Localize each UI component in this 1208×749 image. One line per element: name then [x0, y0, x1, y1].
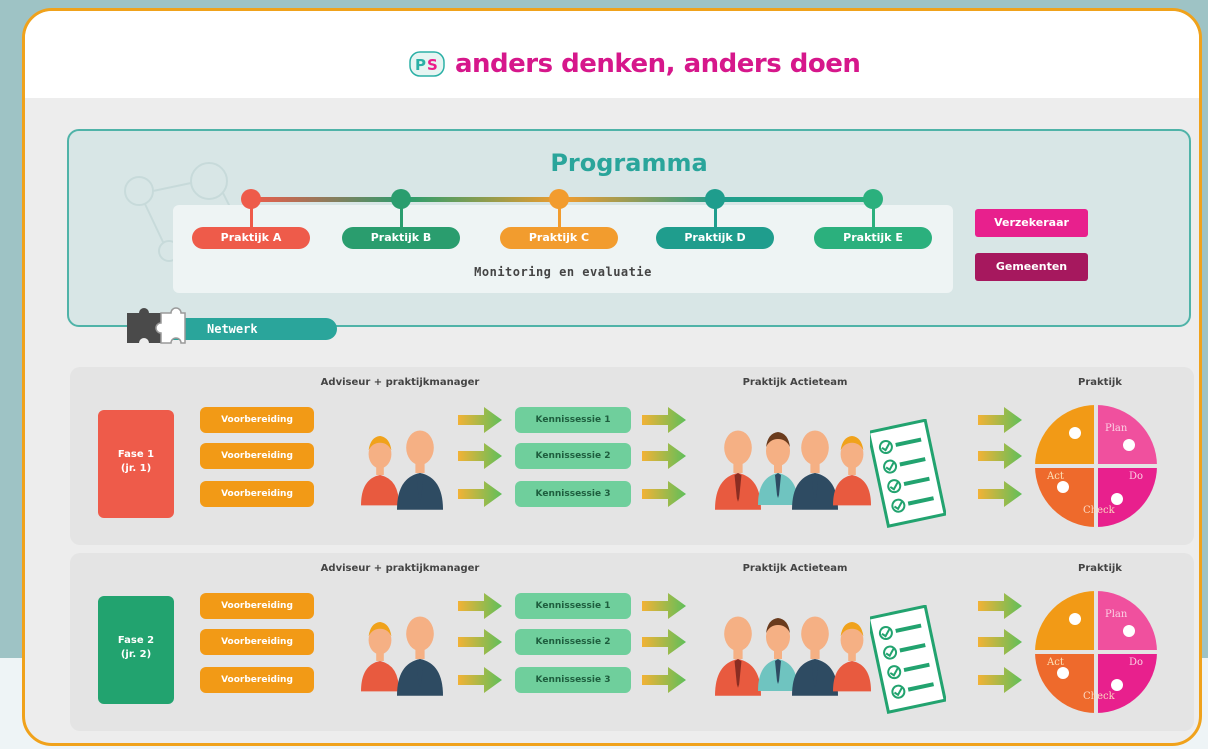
pdca-check-label: Check	[1083, 691, 1116, 702]
kennissessie-pill: Kennissessie 2	[515, 629, 631, 655]
checklist-icon	[870, 605, 946, 714]
pdca-check-segment	[1035, 652, 1096, 713]
pdca-do-segment	[1096, 652, 1157, 713]
page-title: anders denken, anders doen	[455, 49, 861, 79]
timeline-node	[391, 189, 411, 209]
head-actieteam: Praktijk Actieteam	[742, 563, 848, 574]
monitoring-panel: Monitoring en evaluatie	[173, 205, 953, 293]
timeline-stem	[558, 207, 561, 229]
gemeenten-button[interactable]: Gemeenten	[975, 253, 1088, 281]
timeline-stem	[250, 207, 253, 229]
kennissessie-pill: Kennissessie 2	[515, 443, 631, 469]
voorbereiding-pill: Voorbereiding	[200, 593, 314, 619]
timeline-stem	[872, 207, 875, 229]
practice-pill[interactable]: Praktijk C	[500, 227, 618, 249]
header: P S anders denken, anders doen	[25, 11, 1199, 98]
arrow-icon	[458, 481, 502, 507]
voorbereiding-pill: Voorbereiding	[200, 481, 314, 507]
pdca-act-label: Act	[1046, 657, 1064, 668]
pdca-act-label: Act	[1046, 471, 1064, 482]
pdca-do-label: Do	[1129, 657, 1143, 668]
timeline-stem	[714, 207, 717, 229]
arrow-icon	[978, 481, 1022, 507]
arrow-icon	[642, 443, 686, 469]
voorbereiding-pill: Voorbereiding	[200, 629, 314, 655]
fase-box: Fase 1 (jr. 1)	[98, 410, 174, 518]
logo-letter-p: P	[415, 56, 426, 74]
pdca-do-label: Do	[1129, 471, 1143, 482]
adviseur-people-icon	[361, 430, 443, 510]
pdca-plan-label: Plan	[1105, 423, 1128, 434]
voorbereiding-pill: Voorbereiding	[200, 443, 314, 469]
pdca-check-label: Check	[1083, 505, 1116, 516]
actieteam-people-icon	[715, 430, 871, 510]
pdca-plan-segment	[1096, 591, 1157, 652]
timeline-stem	[400, 207, 403, 229]
arrow-icon	[458, 667, 502, 693]
infographic-card: P S anders denken, anders doen Programma…	[22, 8, 1202, 746]
actieteam-people-icon	[715, 616, 871, 696]
voorbereiding-pill: Voorbereiding	[200, 407, 314, 433]
arrow-icon	[978, 667, 1022, 693]
pdca-plan-segment	[1096, 405, 1157, 466]
kennissessie-pill: Kennissessie 3	[515, 667, 631, 693]
logo-letter-s: S	[427, 56, 438, 74]
fase-year: (jr. 1)	[120, 463, 152, 474]
head-praktijk: Praktijk	[1078, 563, 1122, 574]
practice-pill[interactable]: Praktijk A	[192, 227, 310, 249]
checklist-icon	[870, 419, 946, 528]
timeline-node	[241, 189, 261, 209]
head-adviseur: Adviseur + praktijkmanager	[320, 377, 480, 388]
ps-logo-icon: P S	[409, 51, 445, 77]
pdca-plan-label: Plan	[1105, 609, 1128, 620]
practice-pill[interactable]: Praktijk B	[342, 227, 460, 249]
adviseur-people-icon	[361, 616, 443, 696]
arrow-icon	[642, 481, 686, 507]
head-actieteam: Praktijk Actieteam	[742, 377, 848, 388]
fase-box: Fase 2 (jr. 2)	[98, 596, 174, 704]
timeline-node	[549, 189, 569, 209]
arrow-icon	[642, 593, 686, 619]
arrow-icon	[978, 593, 1022, 619]
phase-2-row: Adviseur + praktijkmanager Praktijk Actie…	[70, 553, 1194, 731]
timeline-node	[863, 189, 883, 209]
programma-title: Programma	[550, 149, 708, 177]
arrow-icon	[642, 629, 686, 655]
arrow-icon	[458, 407, 502, 433]
fase-year: (jr. 2)	[120, 649, 152, 660]
practice-pill[interactable]: Praktijk E	[814, 227, 932, 249]
arrow-icon	[642, 407, 686, 433]
fase-label: Fase 2	[117, 635, 155, 646]
puzzle-icon	[127, 307, 186, 344]
timeline-node	[705, 189, 725, 209]
ps-logo: P S	[409, 50, 445, 78]
netwerk-bar: Netwerk	[169, 318, 337, 340]
head-adviseur: Adviseur + praktijkmanager	[320, 563, 480, 574]
kennissessie-pill: Kennissessie 1	[515, 407, 631, 433]
arrow-icon	[458, 443, 502, 469]
verzekeraar-button[interactable]: Verzekeraar	[975, 209, 1088, 237]
arrow-icon	[978, 443, 1022, 469]
fase-label: Fase 1	[117, 449, 155, 460]
arrow-icon	[978, 629, 1022, 655]
practice-pill[interactable]: Praktijk D	[656, 227, 774, 249]
pdca-act-segment	[1035, 591, 1096, 652]
head-praktijk: Praktijk	[1078, 377, 1122, 388]
pdca-check-segment	[1035, 466, 1096, 527]
monitoring-label: Monitoring en evaluatie	[474, 265, 652, 279]
phase-1-row: Adviseur + praktijkmanager Praktijk Actie…	[70, 367, 1194, 545]
arrow-icon	[978, 407, 1022, 433]
kennissessie-pill: Kennissessie 1	[515, 593, 631, 619]
voorbereiding-pill: Voorbereiding	[200, 667, 314, 693]
kennissessie-pill: Kennissessie 3	[515, 481, 631, 507]
arrow-icon	[458, 629, 502, 655]
brand: P S anders denken, anders doen	[409, 49, 861, 79]
pdca-act-segment	[1035, 405, 1096, 466]
arrow-icon	[458, 593, 502, 619]
pdca-do-segment	[1096, 466, 1157, 527]
arrow-icon	[642, 667, 686, 693]
